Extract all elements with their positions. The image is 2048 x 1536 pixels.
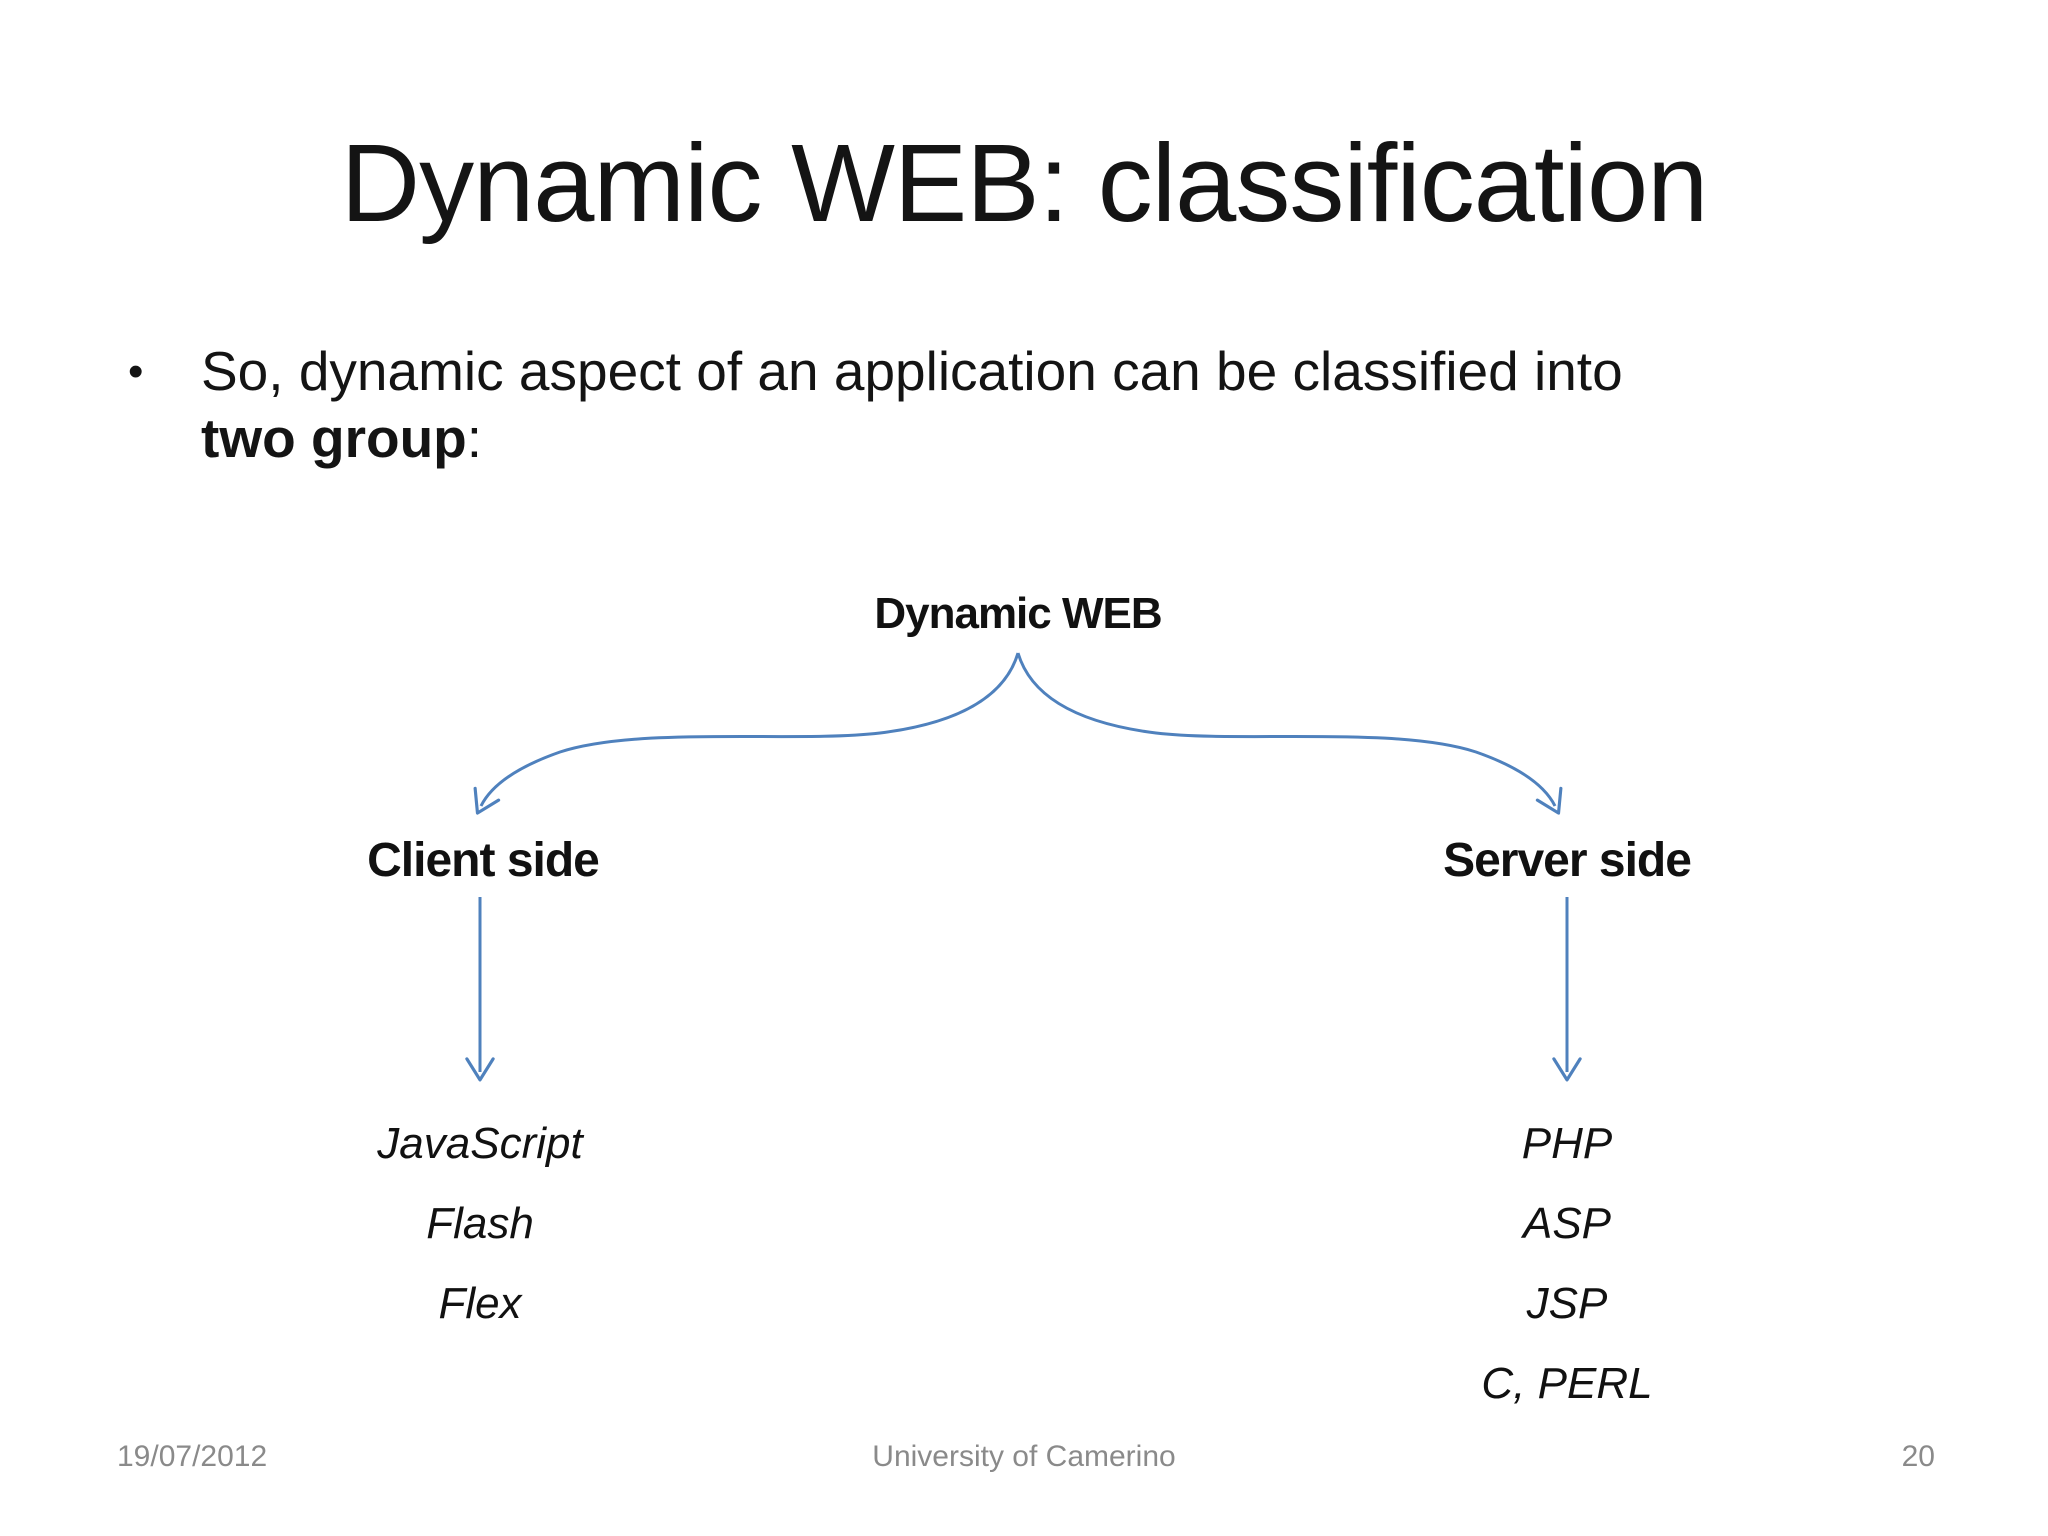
list-item: C, PERL xyxy=(1481,1359,1653,1408)
branch-label-client-side: Client side xyxy=(367,834,600,887)
branch-label-server-side: Server side xyxy=(1443,834,1692,887)
bullet-marker: • xyxy=(128,347,144,396)
diagram-root-label: Dynamic WEB xyxy=(874,589,1162,638)
footer-institution: University of Camerino xyxy=(872,1440,1176,1473)
footer-date: 19/07/2012 xyxy=(117,1440,268,1473)
client-side-list: JavaScript Flash Flex xyxy=(280,1104,680,1344)
bullet-text: So, dynamic aspect of an application can… xyxy=(201,338,1623,472)
bullet-bold-phrase: two group xyxy=(201,407,467,469)
list-item: PHP xyxy=(1521,1119,1613,1168)
list-item: JavaScript xyxy=(377,1119,583,1168)
list-item: ASP xyxy=(1522,1199,1612,1248)
bullet-line-2: two group: xyxy=(201,405,1623,472)
server-side-list: PHP ASP JSP C, PERL xyxy=(1367,1104,1767,1424)
split-arrow-right xyxy=(1016,652,1563,815)
split-arrow-left xyxy=(473,652,1020,815)
bullet-paragraph: • So, dynamic aspect of an application c… xyxy=(128,338,1908,472)
page-number: 20 xyxy=(1901,1440,1935,1473)
slide-title: Dynamic WEB: classification xyxy=(340,122,1709,245)
list-item: JSP xyxy=(1526,1279,1608,1328)
bullet-colon: : xyxy=(466,407,483,469)
bullet-line-1: So, dynamic aspect of an application can… xyxy=(201,340,1623,402)
list-item: Flash xyxy=(426,1199,534,1248)
list-item: Flex xyxy=(438,1279,522,1328)
